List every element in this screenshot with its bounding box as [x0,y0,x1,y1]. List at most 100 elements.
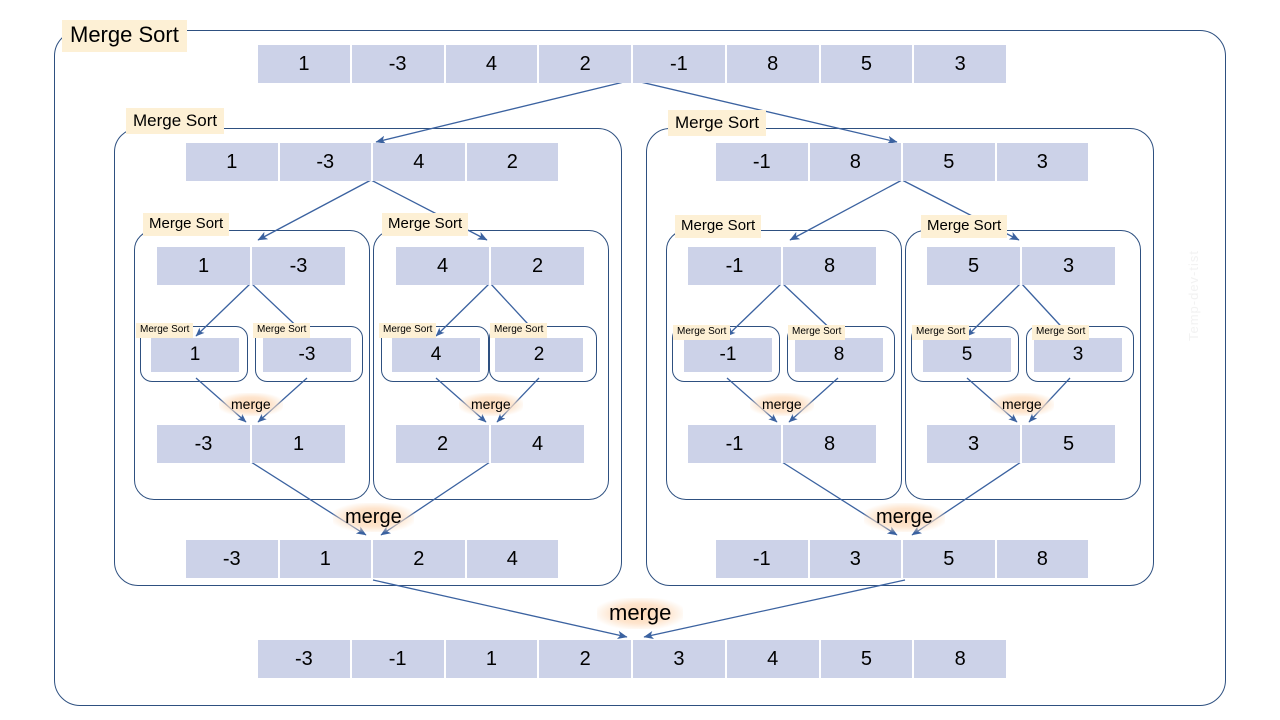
array-cell: -3 [351,45,446,83]
merge-label-final: merge [597,598,684,629]
array-cell: 8 [783,425,876,463]
array-leaf-4: 2 [495,338,583,372]
array-cell: 3 [914,45,1006,83]
merge-sort-label-leaf-2: Merge Sort [253,323,311,338]
array-cell: 2 [491,247,584,285]
array-cell: -3 [263,338,351,372]
array-cell: -3 [186,540,280,578]
array-cell: -1 [688,247,783,285]
array-cell: 8 [914,640,1006,678]
merge-sort-label-leaf-5: Merge Sort [673,325,731,340]
array-cell: 8 [726,45,821,83]
merge-sort-label-level3-a: Merge Sort [143,213,230,236]
array-leaf-5: -1 [684,338,772,372]
array-cell: 8 [809,143,903,181]
array-cell: 2 [539,45,633,83]
array-cell: 1 [186,143,280,181]
array-cell: 5 [1022,425,1115,463]
array-cell: 3 [1034,338,1122,372]
array-cell: 3 [809,540,903,578]
array-cell: 1 [252,425,345,463]
array-leaf-6: 8 [795,338,883,372]
merge-sort-label-level3-b: Merge Sort [382,213,469,236]
merge-sort-label-leaf-8: Merge Sort [1032,325,1090,340]
array-cell: 5 [903,540,997,578]
array-cell: 8 [783,247,876,285]
array-cell: 3 [927,425,1022,463]
merge-sort-label-level2-right: Merge Sort [668,110,767,136]
array-leaf-3: 4 [392,338,480,372]
array-cell: 4 [445,45,540,83]
array-leaf-2: -3 [263,338,351,372]
array-cell: 2 [539,640,633,678]
array-cell: 2 [495,338,583,372]
array-cell: -3 [157,425,252,463]
merge-sort-label-leaf-1: Merge Sort [136,323,194,338]
merge-sort-label-level3-c: Merge Sort [675,215,762,238]
array-cell: 1 [445,640,540,678]
merge-sort-label-level2-left: Merge Sort [126,108,225,134]
array-cell: 1 [258,45,352,83]
array-cell: 3 [633,640,727,678]
merge-sort-label-level1: Merge Sort [62,20,187,52]
array-cell: 1 [157,247,252,285]
array-cell: -1 [633,45,727,83]
merge-sort-label-level3-d: Merge Sort [921,215,1008,238]
merge-sort-label-leaf-7: Merge Sort [912,325,970,340]
merge-sort-label-leaf-4: Merge Sort [490,323,548,338]
array-cell: -3 [252,247,345,285]
array-cell: 3 [1022,247,1115,285]
merge-label-level2-right: merge [864,503,945,532]
array-level3-a: 1-3 [157,247,345,285]
watermark: Temp-dev-tist [1186,250,1201,342]
merge-sort-container-level2-left [114,128,622,586]
merge-label-level2-left: merge [333,503,414,532]
array-leaf-8: 3 [1034,338,1122,372]
array-cell: -3 [279,143,373,181]
merge-sort-container-leaf-1 [140,326,248,382]
merge-label-level3-b: merge [459,393,523,416]
array-cell: 2 [373,540,467,578]
array-cell: 3 [996,143,1088,181]
merge-sort-label-leaf-3: Merge Sort [379,323,437,338]
array-cell: 4 [396,247,491,285]
array-cell: 5 [903,143,997,181]
array-cell: 4 [491,425,584,463]
array-leaf-1: 1 [151,338,239,372]
array-cell: 8 [795,338,883,372]
array-cell: -1 [351,640,446,678]
merge-label-level3-c: merge [750,393,814,416]
merge-label-level3-a: merge [219,393,283,416]
array-leaf-7: 5 [923,338,1011,372]
array-cell: 5 [820,640,915,678]
array-cell: 8 [996,540,1088,578]
merge-sort-container-level1 [54,30,1226,706]
array-cell: -1 [688,425,783,463]
array-cell: 5 [923,338,1011,372]
array-cell: 4 [373,143,467,181]
merge-label-level3-d: merge [990,393,1054,416]
array-cell: 1 [279,540,373,578]
array-cell: 5 [927,247,1022,285]
merge-sort-container-level3-d [905,230,1141,500]
array-cell: 4 [466,540,558,578]
array-cell: 2 [466,143,558,181]
merge-sort-label-leaf-6: Merge Sort [788,325,846,340]
array-cell: 5 [820,45,915,83]
merge-sort-container-level3-b [373,230,609,500]
array-cell: -1 [684,338,772,372]
array-cell: 2 [396,425,491,463]
array-cell: 4 [392,338,480,372]
